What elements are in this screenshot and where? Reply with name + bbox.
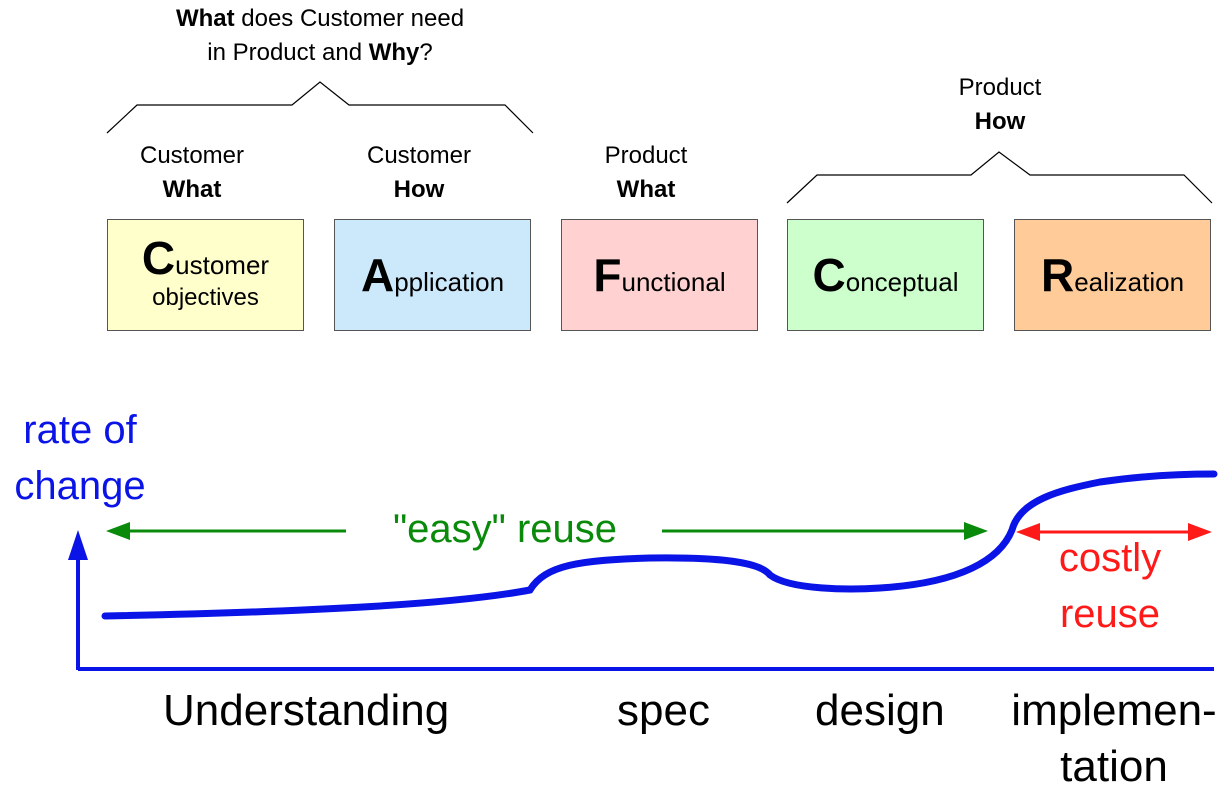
box-rest: unctional bbox=[621, 267, 726, 297]
box-conceptual: Conceptual bbox=[787, 219, 984, 331]
box-rest: pplication bbox=[394, 267, 505, 297]
box-realization: Realization bbox=[1014, 219, 1211, 331]
y-axis-label-line2: change bbox=[14, 464, 146, 508]
box-initial: C bbox=[141, 232, 176, 284]
box-initial: F bbox=[593, 249, 622, 301]
column-label-top: Customer bbox=[139, 142, 245, 169]
column-label-bold: How bbox=[393, 176, 445, 203]
customer-question-line2: in Product and Why? bbox=[110, 36, 530, 70]
easy-reuse-arrowhead-left bbox=[106, 522, 130, 540]
column-label-top: Customer bbox=[366, 142, 472, 169]
column-label-customer-how: Customer How bbox=[319, 139, 519, 207]
box-line1: Application bbox=[361, 252, 504, 298]
box-initial: A bbox=[360, 249, 395, 301]
product-how-header: Product How bbox=[900, 71, 1100, 139]
customer-brace bbox=[106, 81, 534, 134]
box-rest: onceptual bbox=[845, 267, 959, 297]
question-rest1: does Customer need bbox=[234, 5, 465, 32]
phase-implementation-line2: tation bbox=[1060, 742, 1168, 791]
box-rest: ustomer bbox=[175, 250, 270, 280]
customer-question: What does Customer need in Product and W… bbox=[110, 2, 530, 70]
easy-reuse-arrowhead-right bbox=[964, 522, 988, 540]
phase-design: design bbox=[815, 686, 945, 735]
column-label-bold: What bbox=[616, 176, 676, 203]
column-label-customer-what: Customer What bbox=[92, 139, 292, 207]
y-axis-label: rate of change bbox=[0, 402, 160, 514]
y-axis-label-line1: rate of bbox=[23, 408, 137, 452]
costly-reuse-line1: costly bbox=[1058, 536, 1162, 580]
box-rest: ealization bbox=[1074, 267, 1185, 297]
product-how-line2: How bbox=[974, 108, 1026, 135]
question-why: Why bbox=[368, 39, 420, 66]
box-customer-objectives: Customer objectives bbox=[107, 219, 304, 331]
column-label-bold: What bbox=[162, 176, 222, 203]
phase-understanding: Understanding bbox=[163, 686, 450, 735]
product-how-line1: Product bbox=[958, 74, 1042, 101]
question-what: What bbox=[175, 5, 235, 32]
box-functional: Functional bbox=[561, 219, 758, 331]
phase-spec: spec bbox=[617, 686, 710, 735]
box-line1: Realization bbox=[1041, 252, 1184, 298]
column-label-top: Product bbox=[604, 142, 688, 169]
box-initial: R bbox=[1040, 249, 1075, 301]
column-label-product-what: Product What bbox=[546, 139, 746, 207]
customer-question-line1: What does Customer need bbox=[110, 2, 530, 36]
rate-of-change-curve bbox=[101, 470, 1218, 620]
box-line1: Customer bbox=[142, 235, 269, 281]
costly-reuse-label: costly reuse bbox=[1010, 530, 1210, 642]
costly-reuse-arrowhead-left bbox=[1016, 523, 1040, 541]
box-line2: objectives bbox=[152, 284, 259, 311]
costly-reuse-arrowhead-right bbox=[1188, 523, 1212, 541]
box-application: Application bbox=[334, 219, 531, 331]
y-axis-arrowhead bbox=[68, 530, 88, 560]
box-initial: C bbox=[812, 249, 846, 301]
question-rest2: in Product and bbox=[207, 39, 369, 66]
easy-reuse-label: "easy" reuse bbox=[392, 507, 618, 551]
question-mark: ? bbox=[419, 39, 433, 66]
product-how-brace bbox=[786, 151, 1213, 204]
phase-implementation-line1: implemen- bbox=[1011, 686, 1217, 735]
costly-reuse-line2: reuse bbox=[1059, 592, 1161, 636]
box-line1: Conceptual bbox=[813, 252, 959, 298]
box-line1: Functional bbox=[593, 252, 725, 298]
phase-implementation: implemen- tation bbox=[1000, 683, 1228, 795]
